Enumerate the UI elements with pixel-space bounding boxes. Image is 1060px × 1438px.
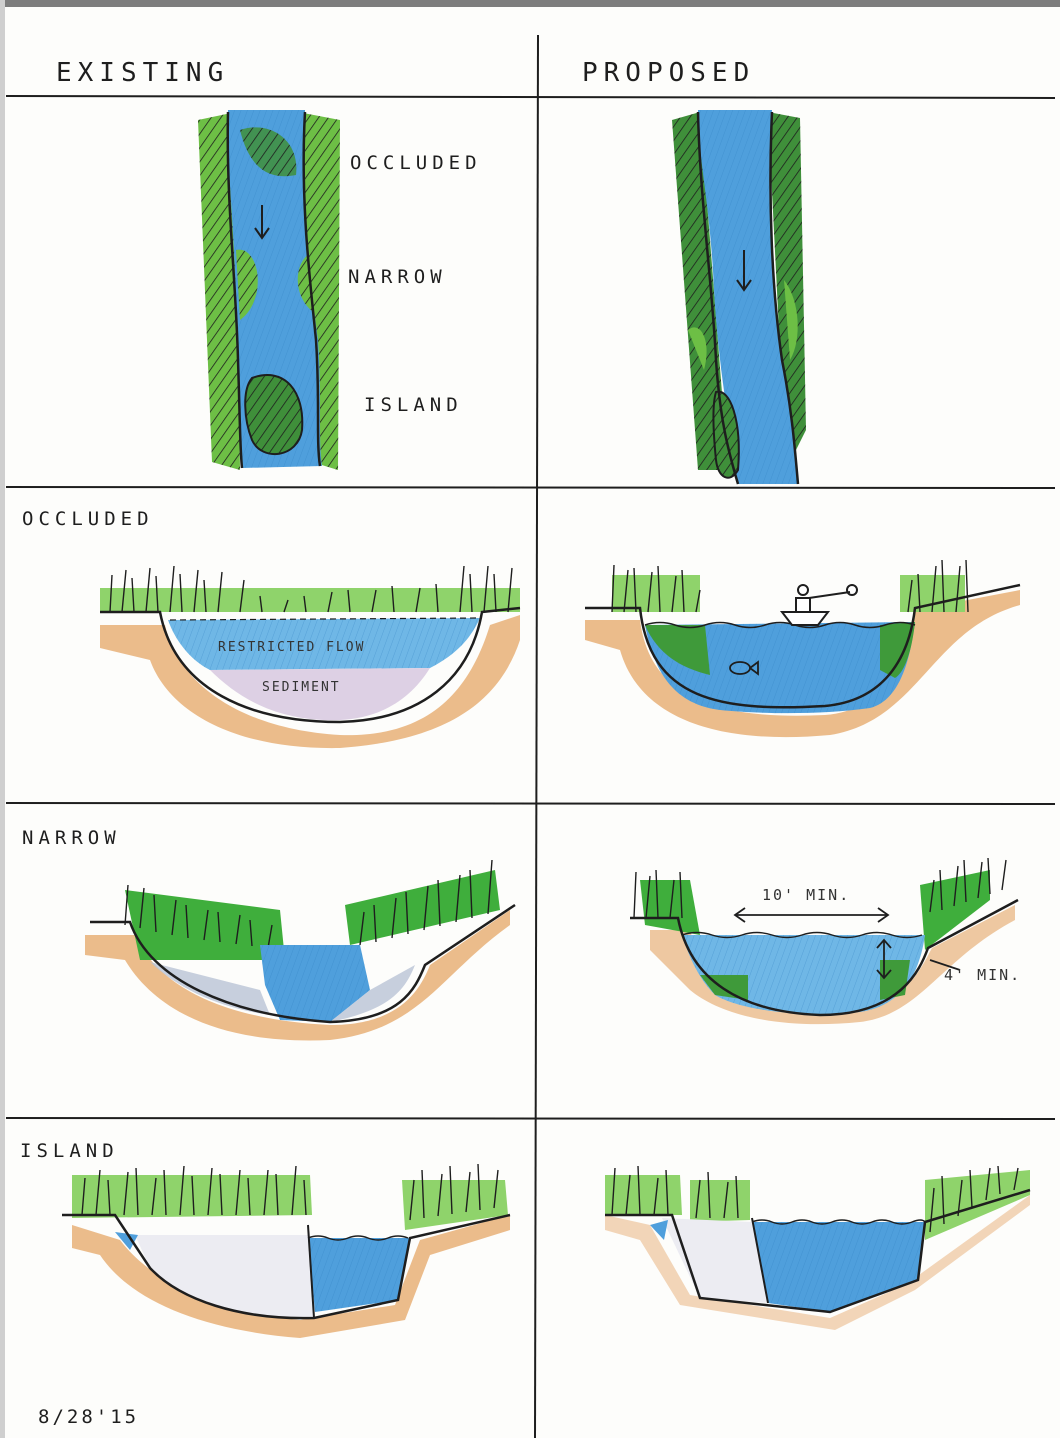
plan-note-occluded: OCCLUDED [350,152,482,174]
section-label-narrow: NARROW [22,827,121,849]
proposed-island-vegetation-left [605,1175,682,1215]
header-existing: EXISTING [56,58,229,88]
occluded-proposed-section [585,560,1020,737]
header-proposed: PROPOSED [582,58,755,88]
occluded-existing-section [100,566,520,748]
row-divider-1 [6,487,1055,488]
width-dimension-arrow [735,908,888,922]
island-existing-island [135,1235,314,1318]
annotation-restricted-flow: RESTRICTED FLOW [218,640,365,655]
narrow-existing-section [85,860,515,1040]
proposed-plan-view [672,110,806,484]
existing-plan-view [198,110,340,470]
narrow-proposed-section [630,858,1018,1024]
annotation-sediment: SEDIMENT [262,680,341,695]
section-label-island: ISLAND [20,1140,119,1162]
annotation-depth-min: 4' MIN. [944,966,1021,984]
plan-note-island: ISLAND [364,394,463,416]
header-rule [6,96,1055,98]
section-label-occluded: OCCLUDED [22,508,154,530]
annotation-width-min: 10' MIN. [762,886,850,904]
island-proposed-section [605,1166,1030,1330]
column-divider [535,35,538,1438]
boat-icon [782,585,857,625]
island-existing-section [62,1164,510,1338]
plan-note-narrow: NARROW [348,266,447,288]
sketch-date: 8/28'15 [38,1406,139,1428]
row-divider-3 [6,1118,1055,1119]
row-divider-2 [6,803,1055,804]
